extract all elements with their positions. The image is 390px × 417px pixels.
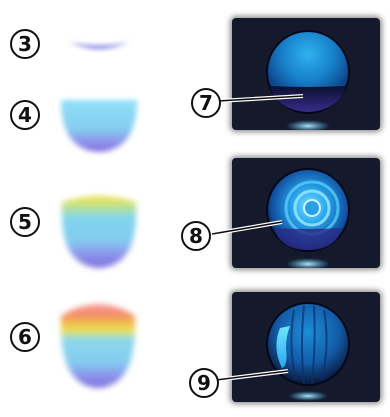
bowl-level-3 [58, 30, 140, 62]
label-9: 9 [189, 368, 219, 398]
bowl-level-4 [54, 92, 144, 158]
label-4: 4 [10, 100, 40, 130]
label-6: 6 [10, 322, 40, 352]
bowl-level-5 [54, 190, 144, 274]
bowl-level-6 [52, 294, 144, 394]
label-3: 3 [10, 29, 40, 59]
label-8: 8 [181, 221, 211, 251]
sphere-7 [232, 18, 380, 130]
label-5: 5 [10, 207, 40, 237]
label-7: 7 [191, 88, 221, 118]
